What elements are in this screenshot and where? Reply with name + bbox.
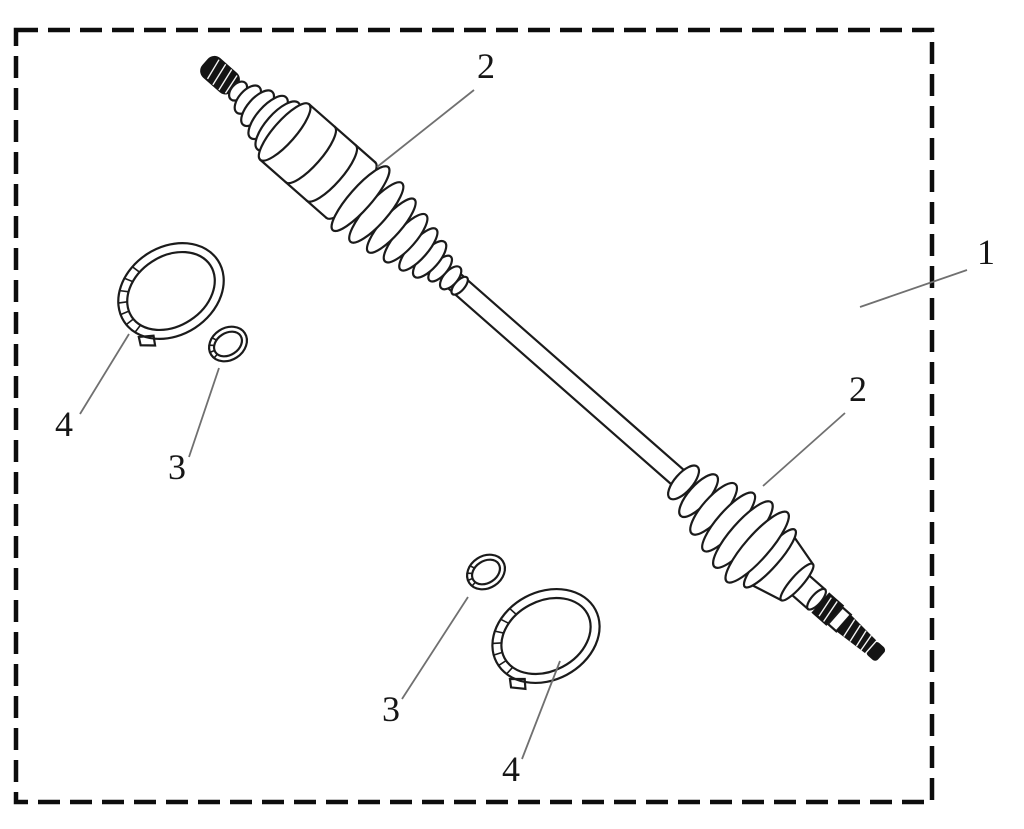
boot-pleat [382, 212, 429, 264]
leader-part2-lower [762, 412, 846, 487]
leader-part1 [859, 269, 968, 308]
housing-left-rim [257, 102, 312, 162]
callout-part3-lower: 3 [382, 689, 400, 729]
boot-lower [667, 464, 790, 584]
shaft-body [446, 272, 687, 487]
housing-outline [259, 103, 377, 219]
axle-shaft [445, 271, 688, 488]
boot-pleat [330, 165, 391, 233]
leader-part3-lower [401, 596, 469, 700]
boot-upper-collar [427, 254, 469, 296]
stub-tip-gap [865, 640, 877, 654]
leader-part4-upper [79, 333, 130, 415]
boot-pleat [348, 181, 405, 244]
boot-upper [330, 165, 448, 279]
axle-assembly [200, 55, 886, 661]
shaft-outline [445, 271, 688, 488]
spline-hatch-lower-a [818, 597, 838, 622]
leader-part2-upper [376, 89, 475, 168]
callout-part4-lower: 4 [502, 749, 520, 789]
leader-lines [79, 89, 968, 760]
callout-part4-upper: 4 [55, 404, 73, 444]
inner-joint-housing [742, 528, 815, 602]
spline-hatch-upper [206, 59, 238, 94]
callout-part2-upper: 2 [477, 46, 495, 86]
leader-part4-lower [521, 660, 561, 760]
callout-part3-upper: 3 [168, 447, 186, 487]
outer-joint-housing [257, 102, 378, 220]
spline-band [811, 592, 845, 626]
callout-part1: 1 [977, 232, 995, 272]
spline-hatch-lower-b [843, 619, 872, 651]
leader-part3-upper [188, 367, 220, 458]
housing-right-rim [779, 562, 815, 602]
boot-pleat [724, 510, 790, 584]
callout-part2-lower: 2 [849, 369, 867, 409]
collar-ring [427, 254, 454, 283]
figure-border [13, 27, 935, 805]
collar-ring [450, 275, 469, 296]
boot-pleat [398, 227, 439, 272]
spline-stub-upper [200, 55, 240, 95]
spline-stub-upper-body [200, 55, 240, 95]
